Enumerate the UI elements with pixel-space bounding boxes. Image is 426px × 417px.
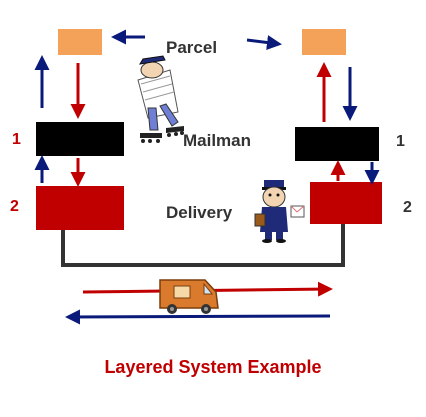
bottom-arrow-left xyxy=(65,309,331,325)
delivery-label: Delivery xyxy=(166,203,233,222)
right-layer-1-box xyxy=(295,127,379,161)
mailman-label: Mailman xyxy=(183,131,252,150)
right-parcel-box xyxy=(302,29,346,55)
delivery-van-icon xyxy=(159,279,219,314)
left-layer-1-box xyxy=(36,122,124,156)
left-layer-2-number: 2 xyxy=(10,198,19,215)
right-layer-2-number: 2 xyxy=(403,199,412,216)
left-parcel-box xyxy=(58,29,102,55)
delivery-person-clipart-icon xyxy=(254,180,305,243)
right-layer-1-number: 1 xyxy=(396,133,405,150)
diagram-caption: Layered System Example xyxy=(104,357,322,377)
left-layer-1-number: 1 xyxy=(12,131,21,148)
mailman-clipart-icon xyxy=(137,55,184,143)
left-layer-2-box xyxy=(36,186,124,230)
top-arrow-right xyxy=(246,35,282,50)
parcel-label: Parcel xyxy=(166,38,218,57)
physical-link-line xyxy=(61,224,345,267)
right-layer-2-box xyxy=(310,182,382,224)
